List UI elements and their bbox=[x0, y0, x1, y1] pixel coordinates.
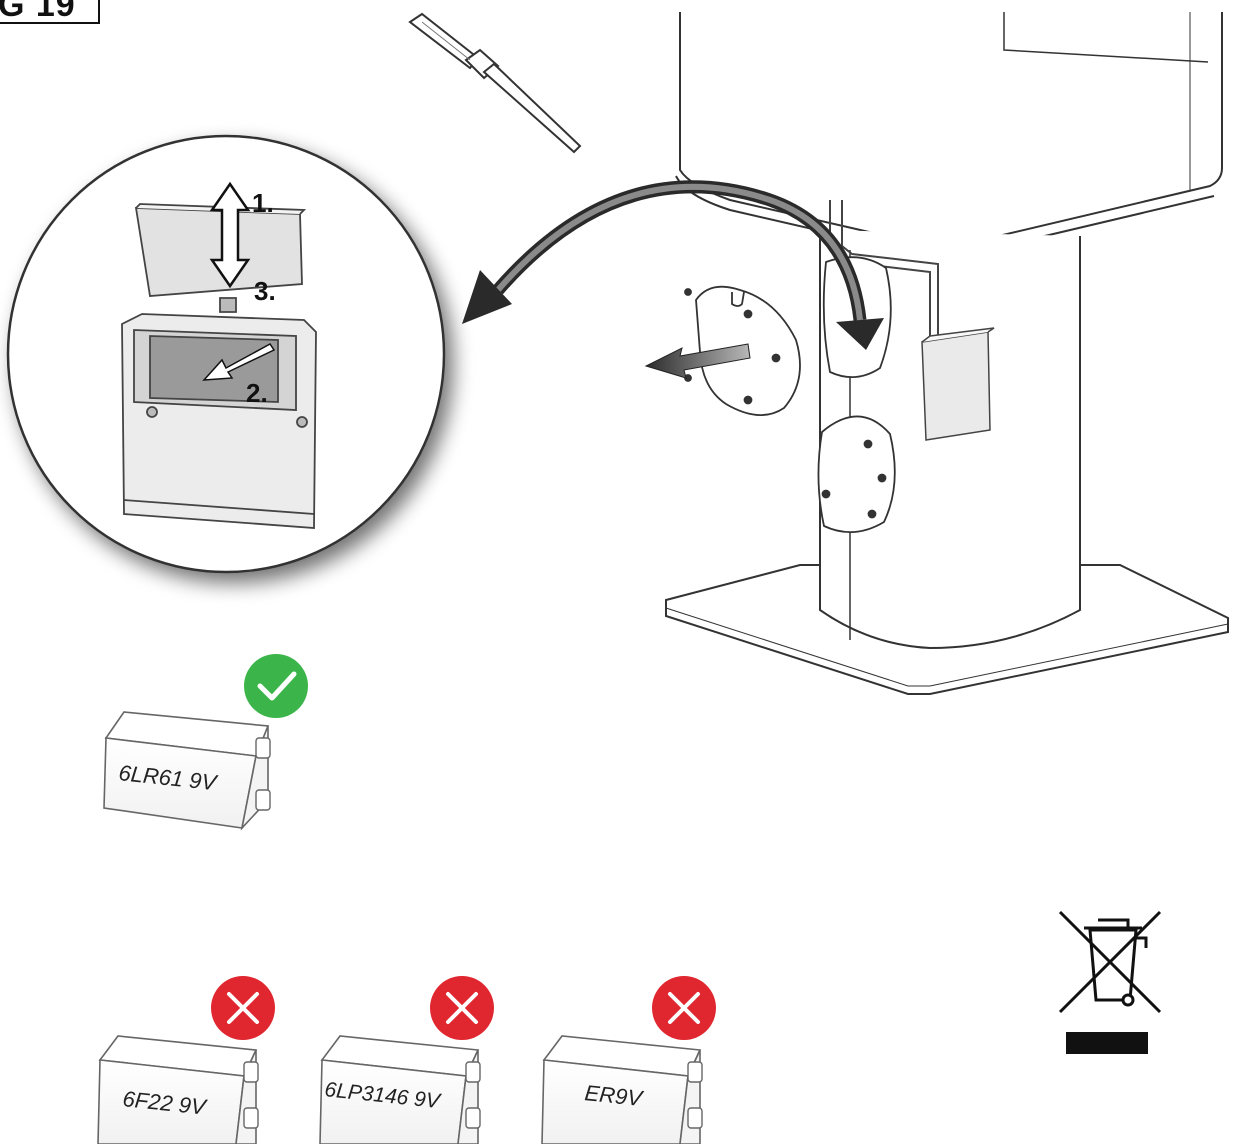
screwdriver-icon bbox=[410, 14, 580, 152]
lower-cover bbox=[818, 416, 894, 532]
compartment-box bbox=[122, 314, 316, 528]
battery-rejected-3: ER9V bbox=[542, 1036, 702, 1144]
step-1-label: 1. bbox=[252, 188, 274, 218]
cross-icon bbox=[211, 976, 275, 1040]
cross-icon bbox=[652, 976, 716, 1040]
battery-box-on-column bbox=[922, 328, 994, 440]
battery-approved: 6LR61 9V bbox=[104, 712, 270, 828]
checkmark-icon bbox=[244, 654, 308, 718]
battery-rejected-1: 6F22 9V bbox=[98, 1036, 258, 1144]
crossed-out-wheelie-bin-icon bbox=[1060, 912, 1160, 1054]
stove-body bbox=[676, 12, 1222, 259]
battery-rejected-2: 6LP3146 9V bbox=[320, 1036, 480, 1144]
cross-icon bbox=[430, 976, 494, 1040]
step-3-label: 3. bbox=[254, 276, 276, 306]
detail-zoom-circle: 1. 2. 3. bbox=[8, 136, 444, 572]
step-2-label: 2. bbox=[246, 378, 268, 408]
